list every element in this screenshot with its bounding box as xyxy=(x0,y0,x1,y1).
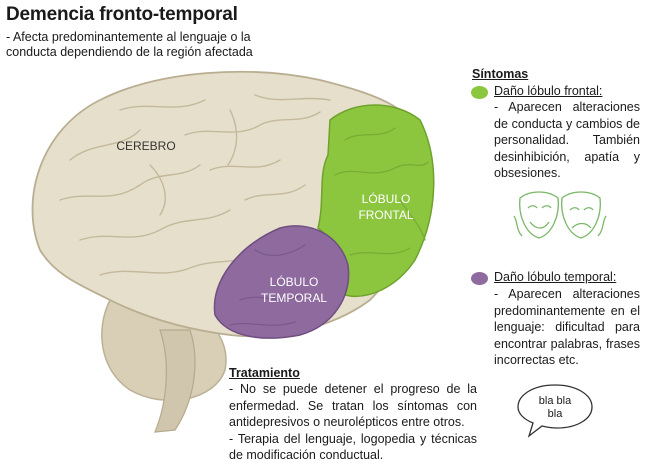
theater-masks-icon xyxy=(513,191,607,239)
temporal-color-dot xyxy=(471,272,488,285)
temporal-lobe-shape xyxy=(213,225,350,339)
cerebro-label: CEREBRO xyxy=(116,139,175,153)
temporal-label-line1: LÓBULO xyxy=(270,274,319,289)
temporal-damage-title: Daño lóbulo temporal: xyxy=(494,270,617,284)
page-title: Demencia fronto-temporal xyxy=(6,4,238,25)
frontal-damage-text: - Aparecen alteraciones de conducta y ca… xyxy=(494,100,640,180)
speech-bubble-icon: bla bla bla xyxy=(517,384,593,438)
tratamiento-heading: Tratamiento xyxy=(229,366,300,380)
frontal-label-line2: FRONTAL xyxy=(358,208,413,222)
frontal-lobe-shape xyxy=(317,104,435,297)
tratamiento-line-2: - Terapia del lenguaje, logopedia y técn… xyxy=(229,431,477,463)
gyri-lines xyxy=(59,94,331,276)
frontal-label-line1: LÓBULO xyxy=(362,191,411,206)
brainstem-shape xyxy=(154,329,196,433)
tratamiento-line-1: - No se puede detener el progreso de la … xyxy=(229,382,477,429)
temporal-label-line2: TEMPORAL xyxy=(261,291,327,305)
bubble-text-line1: bla bla xyxy=(539,395,572,407)
tratamiento-text: - No se puede detener el progreso de la … xyxy=(229,381,477,464)
sintomas-heading: Síntomas xyxy=(472,67,529,81)
temporal-damage-text: - Aparecen alteraciones predominantement… xyxy=(494,287,640,367)
subtitle: - Afecta predominantemente al lenguaje o… xyxy=(6,30,253,59)
frontal-damage-title: Daño lóbulo frontal: xyxy=(494,84,603,98)
bubble-text-line2: bla xyxy=(548,408,564,420)
frontal-color-dot xyxy=(471,86,488,99)
brain-illustration: CEREBRO LÓBULO FRONTAL LÓBULO TEMPORAL xyxy=(31,70,435,433)
